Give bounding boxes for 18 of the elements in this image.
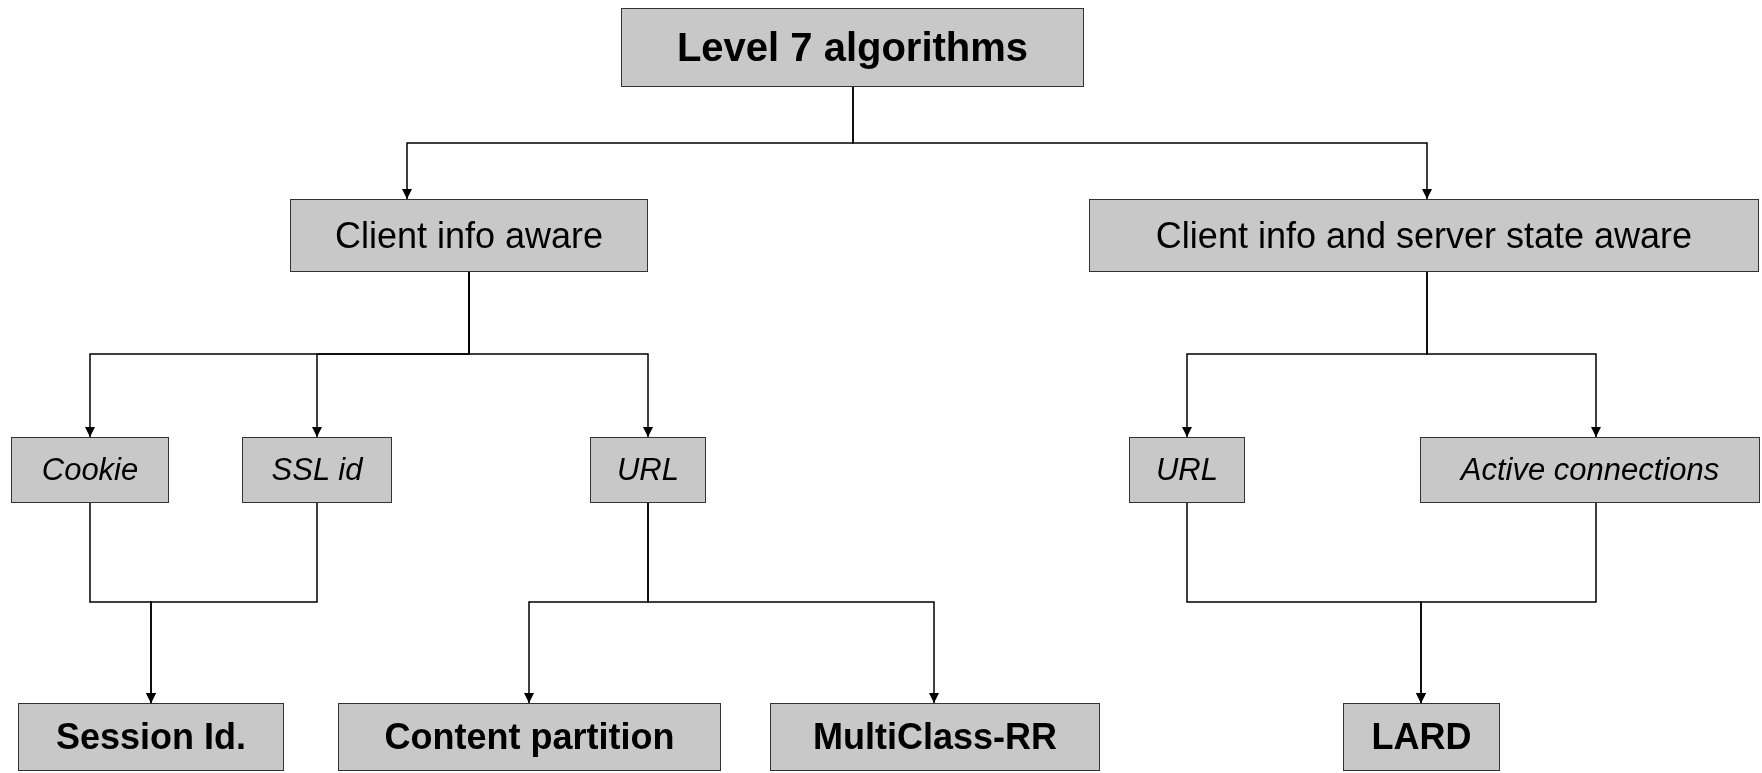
arrow — [1416, 502, 1597, 704]
category-box: Client info and server state aware — [1089, 199, 1759, 272]
category-box: Client info aware — [290, 199, 648, 272]
root-box: Level 7 algorithms — [621, 8, 1084, 87]
criterion-box: Cookie — [11, 437, 169, 503]
algorithm-box: LARD — [1343, 703, 1500, 771]
arrow — [1426, 271, 1601, 438]
arrow — [852, 86, 1432, 200]
algorithm-box: Content partition — [338, 703, 721, 771]
arrow — [468, 271, 653, 438]
algorithm-box: Session Id. — [18, 703, 284, 771]
arrow — [647, 502, 939, 704]
criterion-box: URL — [590, 437, 706, 503]
criterion-box: URL — [1129, 437, 1245, 503]
criterion-box: SSL id — [242, 437, 392, 503]
criterion-box: Active connections — [1420, 437, 1760, 503]
arrow — [146, 502, 318, 704]
algorithm-box: MultiClass-RR — [770, 703, 1100, 771]
